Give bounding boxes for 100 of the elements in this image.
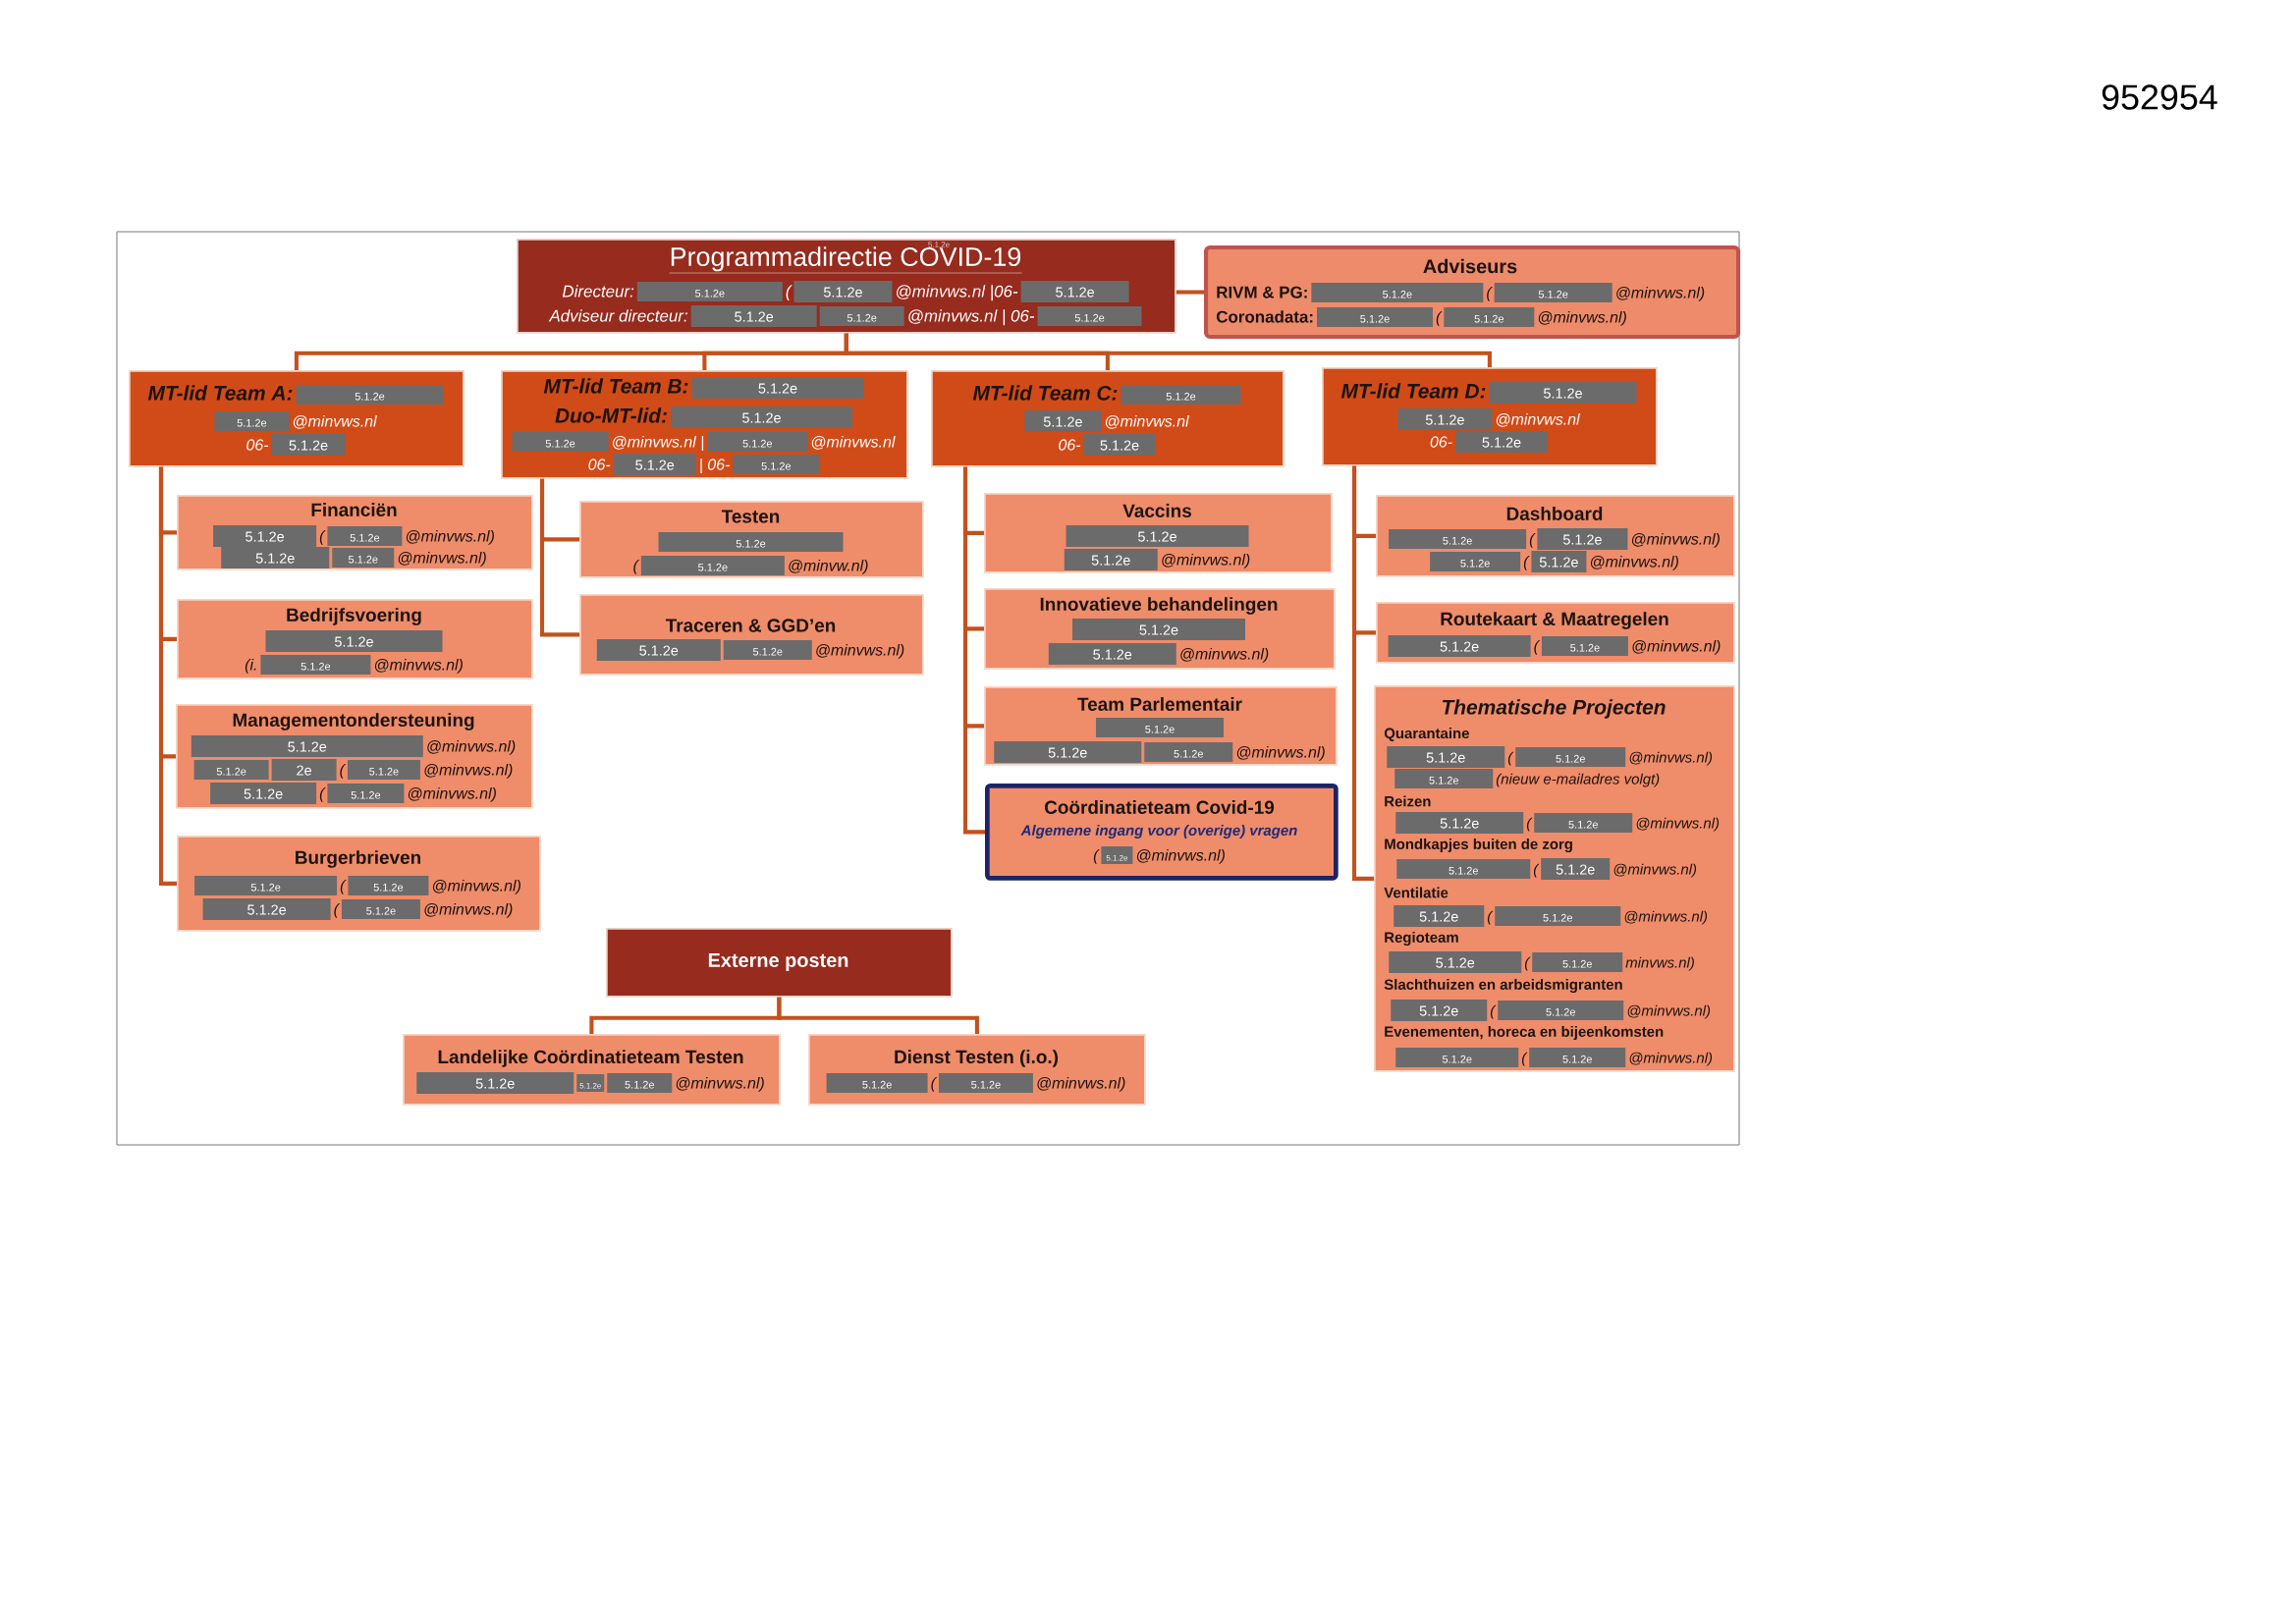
project-label: Regioteam <box>1385 932 1458 946</box>
contact-text: minvws.nl) <box>1625 956 1694 971</box>
redaction-box: 5.1.2e <box>1395 812 1524 834</box>
subtitle-text: Algemene ingang voor (overige) vragen <box>1020 825 1297 839</box>
box-title: Adviseurs <box>1423 258 1517 274</box>
redaction-box: 5.1.2e <box>214 411 290 431</box>
redaction-box: 5.1.2e <box>1430 552 1521 571</box>
redaction-box: 5.1.2e <box>1531 551 1587 572</box>
unit-box <box>176 704 533 809</box>
unit-box <box>177 836 541 932</box>
contact-text: ( <box>1436 310 1443 326</box>
contact-text: @minvws.nl | <box>613 435 704 452</box>
redaction-box: 5.1.2e <box>1532 952 1623 972</box>
contact-text: 06- <box>588 459 611 470</box>
contact-text: @minvws.nl) <box>1627 1004 1711 1019</box>
contact-text: 06- <box>246 439 269 451</box>
redaction-box: 5.1.2e <box>221 547 330 568</box>
redaction-box: 5.1.2e <box>193 760 269 780</box>
box-title: Externe posten <box>708 953 848 971</box>
redaction-box: 5.1.2e <box>194 876 338 895</box>
box-title: Routekaart & Maatregelen <box>1441 612 1668 629</box>
contact-text: ( <box>340 879 347 894</box>
contact-text: ( <box>931 1076 938 1092</box>
contact-text: ( <box>334 902 341 918</box>
contact-text: 06- <box>1430 436 1452 448</box>
redaction-box: 5.1.2e <box>1541 636 1628 656</box>
redaction-box: 5.1.2e <box>271 434 346 456</box>
contact-text: @minvws.nl | 06- <box>908 309 1035 326</box>
role-label: Duo-MT-lid: <box>555 407 667 423</box>
contact-text: @minvws.nl) <box>1136 848 1225 864</box>
redaction-box: 5.1.2e <box>1024 410 1102 432</box>
box-title: Bedrijfsvoering <box>287 608 421 625</box>
redaction-box: 5.1.2e <box>596 639 721 661</box>
redaction-box: 5.1.2e <box>1388 635 1531 657</box>
document-number: 952954 <box>2102 84 2217 110</box>
contact-text: ( <box>1534 639 1541 655</box>
section-box <box>517 239 1176 334</box>
redaction-box: 5.1.2e <box>733 455 820 474</box>
redaction-box: 5.1.2e <box>416 1072 574 1094</box>
redaction-box: 5.1.2e <box>723 640 812 660</box>
redaction-box: 5.1.2e <box>260 655 371 675</box>
redaction-box: 5.1.2e <box>1494 283 1613 302</box>
unit-box <box>984 493 1333 573</box>
redaction-box: 5.1.2e <box>1389 951 1522 973</box>
contact-text: @minvws.nl <box>811 435 896 450</box>
redaction-box: 5.1.2e <box>512 432 609 452</box>
contact-text: ( <box>1487 286 1493 301</box>
contact-text: @minvws.nl) <box>1636 817 1720 832</box>
role-label: RIVM & PG: <box>1217 286 1307 298</box>
redaction-box: 5.1.2e <box>265 630 443 652</box>
unit-box <box>403 1034 781 1106</box>
redaction-box: 2e <box>271 759 337 781</box>
redaction-box: 5.1.2e <box>1391 1000 1488 1021</box>
redaction-box: 5.1.2e <box>1389 529 1527 549</box>
redaction-box: 5.1.2e <box>1066 525 1249 547</box>
redaction-box: 5.1.2e <box>994 741 1142 763</box>
box-title: Thematische Projecten <box>1442 699 1666 719</box>
box-title: Vaccins <box>1122 504 1191 517</box>
redaction-box: 5.1.2e <box>1498 1001 1624 1020</box>
contact-text: (i. <box>245 658 256 674</box>
contact-text: @minvws.nl) <box>1180 647 1269 663</box>
contact-text: (nieuw e-mailadres volgt) <box>1496 773 1660 787</box>
contact-text: ( <box>319 529 326 545</box>
project-label: Reizen <box>1385 795 1431 807</box>
contact-text: @minvws.nl) <box>1632 639 1721 655</box>
redaction-box: 5.1.2e <box>348 876 429 895</box>
contact-text: ( <box>1521 1052 1528 1066</box>
redaction-box: 5.1.2e <box>640 556 785 575</box>
redaction-box: 5.1.2e <box>707 432 808 452</box>
unit-box <box>579 501 924 578</box>
connector-line <box>777 997 979 1034</box>
role-label: MT-lid Team B: <box>543 378 688 394</box>
contact-text: ( <box>1533 863 1540 878</box>
box-title: Innovatieve behandelingen <box>1040 597 1278 615</box>
unit-box <box>985 784 1339 881</box>
contact-text: ( <box>1529 532 1536 548</box>
role-label: MT-lid Team D: <box>1340 383 1486 399</box>
team-lead-box <box>129 370 465 467</box>
contact-text: @minvws.nl) <box>398 551 486 567</box>
redaction-box: 5.1.2e <box>191 735 423 757</box>
project-label: Slachthuizen en arbeidsmigranten <box>1384 979 1622 993</box>
redaction-box: 5.1.2e <box>1311 283 1484 302</box>
redaction-box: 5.1.2e <box>332 548 395 568</box>
redaction-box: 5.1.2e <box>636 282 783 301</box>
team-lead-box <box>931 370 1285 467</box>
redaction-box: 5.1.2e <box>1489 382 1637 404</box>
redaction-box: 5.1.2e <box>1395 1048 1519 1067</box>
contact-text: @minvws.nl) <box>424 902 513 918</box>
box-title: Team Parlementair <box>1077 697 1242 711</box>
redaction-box: 5.1.2e <box>202 898 331 920</box>
contact-text: @minvws.nl) <box>1538 310 1626 326</box>
contact-text: @minvw.nl) <box>789 559 868 574</box>
redaction-box: 5.1.2e <box>1541 858 1611 880</box>
contact-text: @minvws.nl) <box>408 786 496 802</box>
contact-text: ( <box>319 786 326 802</box>
contact-text: @minvws.nl) <box>374 658 463 674</box>
contact-text: | 06- <box>700 458 730 474</box>
redaction-box: 5.1.2e <box>1529 1048 1626 1067</box>
redaction-box: 5.1.2e <box>1072 619 1245 640</box>
redaction-box: 5.1.2e <box>1397 408 1493 430</box>
